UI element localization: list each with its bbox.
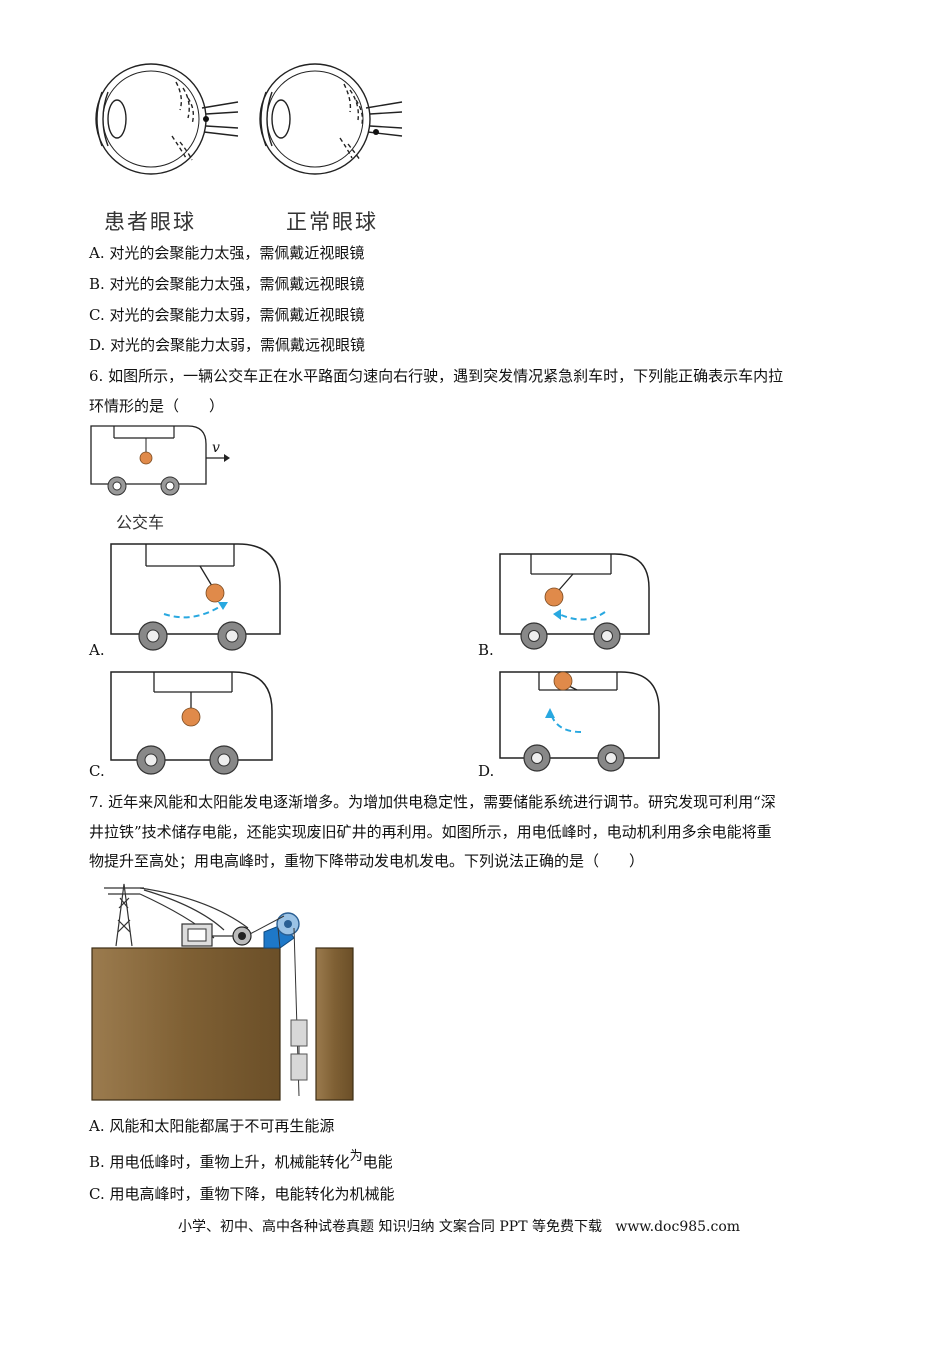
q5-option-d: D. 对光的会聚能力太弱，需佩戴远视眼镜 (89, 336, 366, 354)
q6-option-a-label: A. (89, 641, 105, 659)
q6-option-a-figure (110, 543, 281, 651)
patient-eyeball-figure (95, 63, 239, 175)
q7-option-b: B. 用电低峰时，重物上升，机械能转化为电能 (89, 1149, 393, 1174)
q5-option-a: A. 对光的会聚能力太强，需佩戴近视眼镜 (89, 244, 365, 262)
q7-option-a: A. 风能和太阳能都属于不可再生能源 (89, 1117, 335, 1135)
q6-option-b-figure (499, 553, 650, 650)
q7-option-b-part2: 电能 (362, 1153, 393, 1171)
q6-option-d-figure (499, 671, 660, 772)
q5-option-c: C. 对光的会聚能力太弱，需佩戴近视眼镜 (89, 306, 365, 324)
bus-diagram (90, 425, 230, 496)
q6-stem-line2: 环情形的是（ ） (89, 397, 225, 415)
bus-caption: 公交车 (116, 513, 165, 532)
q6-option-b-label: B. (478, 641, 494, 659)
q6-option-d-label: D. (478, 762, 495, 780)
q6-option-c-label: C. (89, 762, 105, 780)
patient-eye-caption: 患者眼球 (104, 210, 196, 234)
q6-stem-line1: 6. 如图所示，一辆公交车正在水平路面匀速向右行驶，遇到突发情况紧急刹车时，下列… (89, 367, 784, 385)
footer-text: 小学、初中、高中各种试卷真题 知识归纳 文案合同 PPT 等免费下载 (178, 1219, 602, 1235)
velocity-label: v (212, 440, 220, 456)
normal-eye-caption: 正常眼球 (286, 210, 378, 234)
q7-stem-line3: 物提升至高处；用电高峰时，重物下降带动发电机发电。下列说法正确的是（ ） (89, 852, 645, 870)
q7-stem-line2: 井拉铁”技术储存电能，还能实现废旧矿井的再利用。如图所示，用电低峰时，电动机利用… (89, 823, 772, 841)
q5-option-b: B. 对光的会聚能力太强，需佩戴远视眼镜 (89, 275, 365, 293)
footer-url[interactable]: www.doc985.com (615, 1219, 741, 1235)
q7-stem-line1: 7. 近年来风能和太阳能发电逐渐增多。为增加供电稳定性，需要储能系统进行调节。研… (89, 793, 776, 811)
q7-option-c: C. 用电高峰时，重物下降，电能转化为机械能 (89, 1185, 395, 1203)
q7-option-b-superscript: 为 (349, 1149, 363, 1164)
q7-option-b-part1: B. 用电低峰时，重物上升，机械能转化 (89, 1153, 350, 1171)
q6-option-c-figure (110, 671, 273, 775)
deep-well-storage-diagram (91, 883, 354, 1101)
page-footer: 小学、初中、高中各种试卷真题 知识归纳 文案合同 PPT 等免费下载 www.d… (178, 1216, 740, 1236)
normal-eyeball-figure (259, 63, 403, 175)
